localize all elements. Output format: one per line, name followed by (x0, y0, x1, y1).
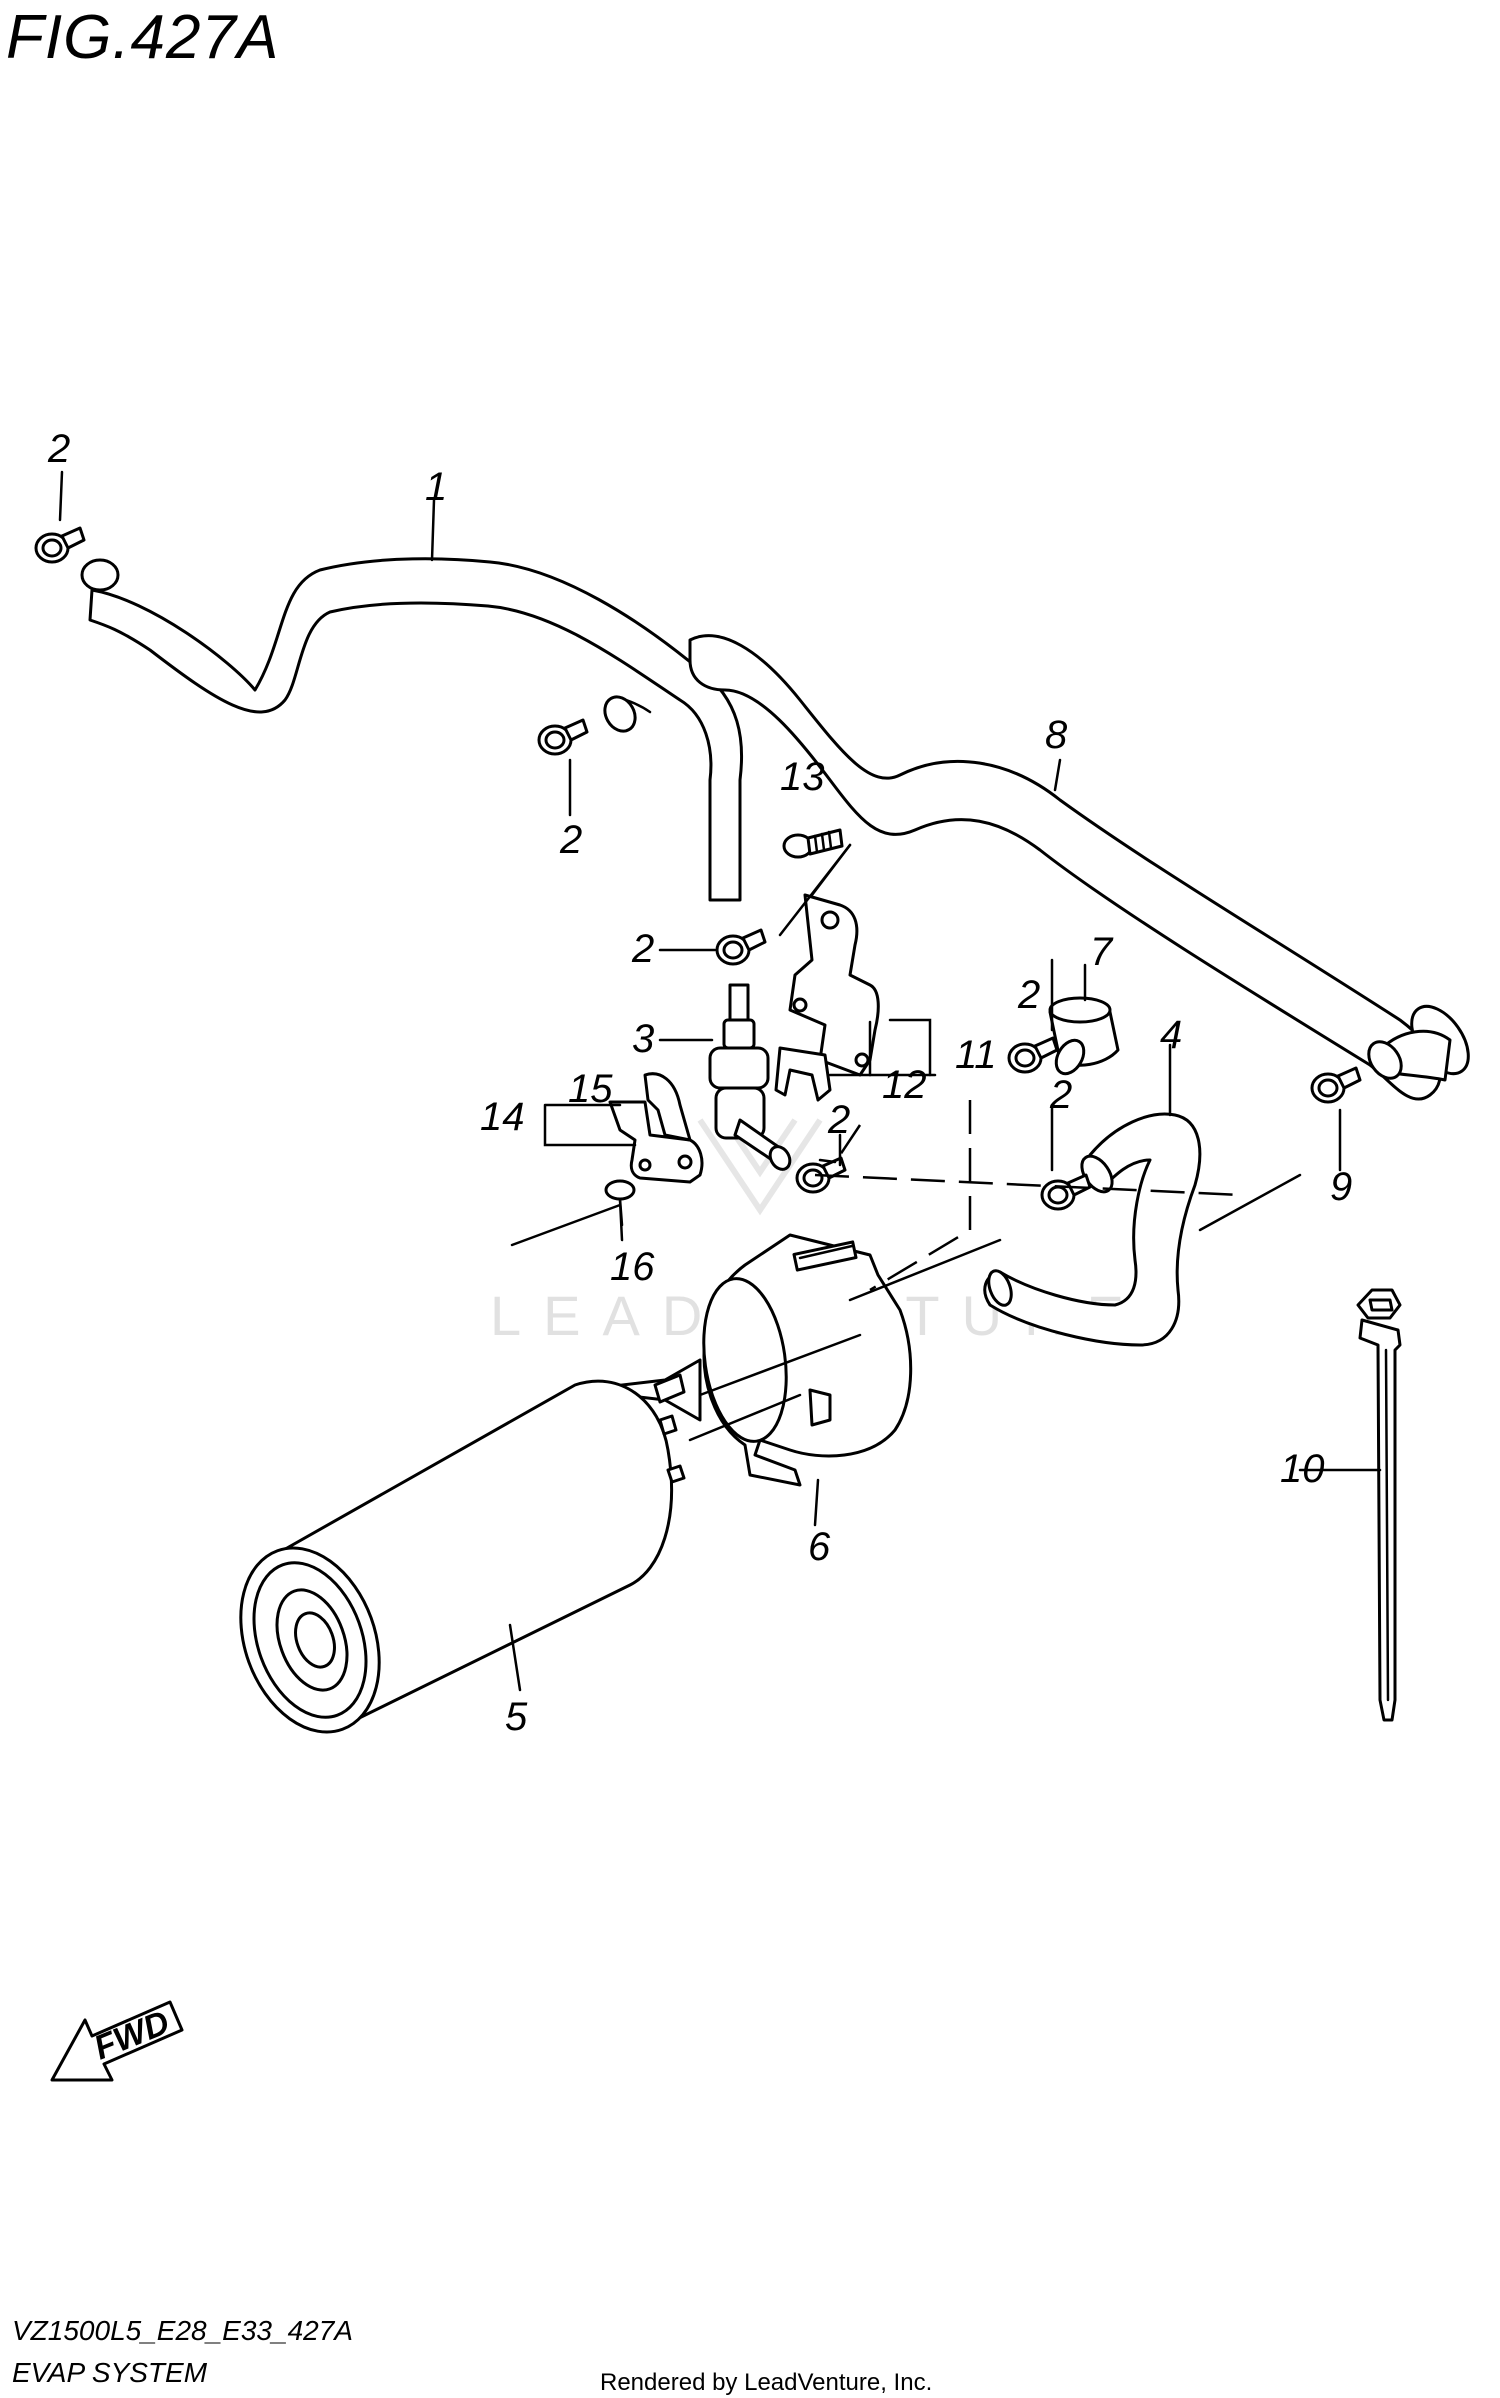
figure-title: FIG.427A (6, 3, 279, 72)
hose-part-1 (80, 557, 744, 902)
system-name: EVAP SYSTEM (12, 2357, 208, 2388)
bracket-part-11 (774, 893, 880, 1102)
callout-10: 10 (1280, 1447, 1325, 1491)
callout-5: 5 (505, 1695, 528, 1739)
holder-part-6 (702, 1233, 913, 1487)
cable-tie-part-10 (1356, 1288, 1402, 1722)
rendered-by-credit: Rendered by LeadVenture, Inc. (600, 2369, 932, 2396)
hose-part-7 (1048, 996, 1120, 1076)
forward-direction-arrow: FWD (50, 2000, 184, 2082)
clamp-part-2 (34, 526, 86, 564)
callout-4: 4 (1160, 1013, 1182, 1057)
callout-6: 6 (808, 1525, 831, 1569)
callout-2: 2 (1049, 1073, 1072, 1117)
fwd-label: FWD (89, 2003, 175, 2067)
dashed-guide (814, 1173, 1241, 1197)
callout-3: 3 (632, 1017, 654, 1061)
callout-12: 12 (882, 1063, 927, 1107)
hose-part-4 (983, 1112, 1202, 1347)
callout-15: 15 (568, 1067, 613, 1111)
dashed-guide (838, 1124, 862, 1156)
valve-part-3 (708, 983, 792, 1171)
clamp-part-2 (1007, 1036, 1059, 1074)
bracket-part-15 (608, 1072, 704, 1184)
leader-lines (58, 470, 1382, 1692)
callout-13: 13 (780, 755, 825, 799)
clamp-part-9 (1310, 1066, 1362, 1104)
callout-16: 16 (610, 1245, 655, 1289)
callout-7: 7 (1090, 930, 1114, 974)
callout-2: 2 (47, 427, 70, 471)
clamp-part-2 (537, 718, 589, 756)
callout-2: 2 (559, 818, 582, 862)
callout-9: 9 (1330, 1165, 1352, 1209)
callout-2: 2 (631, 927, 654, 971)
bracket-group-14 (543, 1103, 637, 1147)
canister-part-5 (239, 1358, 702, 1734)
callout-14: 14 (480, 1095, 525, 1139)
callout-2: 2 (1017, 973, 1040, 1017)
connector-line (688, 1393, 802, 1442)
callout-11: 11 (955, 1033, 997, 1077)
clamp-part-2 (1040, 1173, 1092, 1211)
connector-line (698, 1333, 862, 1397)
model-code: VZ1500L5_E28_E33_427A (12, 2315, 353, 2346)
callout-1: 1 (425, 465, 447, 509)
dashed-guide (869, 1100, 972, 1292)
callout-8: 8 (1045, 713, 1068, 757)
bolt-part-13 (782, 828, 844, 859)
hose-part-8 (688, 634, 1470, 1101)
callout-2: 2 (827, 1098, 850, 1142)
connector-line (848, 1238, 1002, 1302)
clamp-part-2 (715, 928, 767, 966)
